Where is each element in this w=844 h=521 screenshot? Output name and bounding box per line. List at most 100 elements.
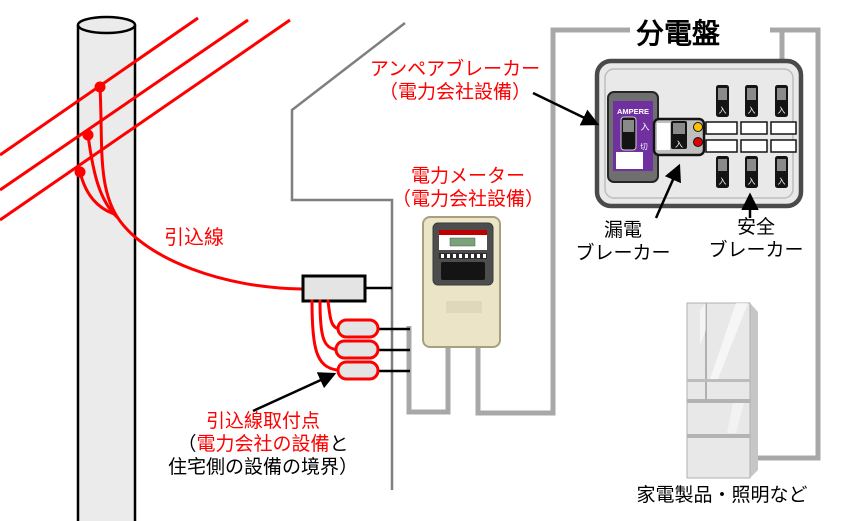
fridge-divider-1 [687,379,750,382]
attachment-wires [310,299,340,372]
arrow-to-leakage-breaker [654,163,681,219]
safety-breaker-label-line2: ブレーカー [708,240,804,261]
ampere-window [616,152,643,169]
power-meter-label: 電力メーター （電力会社設備） [392,165,544,211]
safety-on-glyph: 入 [748,106,756,115]
attachment-point-label-line3: 住宅側の設備の境界） [167,457,359,478]
power-meter-label-line2: （電力会社設備） [391,189,545,210]
attachment-pill-1 [336,318,380,339]
power-meter [422,216,501,348]
attachment-wire-1 [326,299,340,330]
power-lines [0,16,291,222]
attachment-pill-3 [336,360,380,381]
attachment-line2-paren: （ [177,434,197,455]
leakage-breaker-label-line2: ブレーカー [575,243,671,264]
meter-nameplate [446,301,482,313]
arrow-to-ampere-breaker [532,91,600,126]
power-meter-label-line1: 電力メーター [410,166,526,187]
attachment-point-label-line1: 引込線取付点 [205,411,321,432]
fridge-divider-3 [687,434,750,438]
junction-box-group [301,274,392,303]
fridge-shine-3 [727,403,744,433]
circuit-label-slot [740,121,768,135]
junction-box [301,274,367,303]
distribution-board: AMPERE 入 切 入 [594,58,804,209]
leakage-toggle-handle [673,123,685,134]
connection-dot-3 [74,166,86,178]
annotation-arrows [252,91,759,413]
attachment-pill-2 [334,339,380,360]
meter-counter [441,262,485,280]
meter-red-stripe [439,230,487,235]
service-drop-label: 引込線 [164,227,224,249]
ampere-on-glyph: 入 [640,122,649,132]
attachment-line2-black: と [329,434,349,455]
wire-meter-to-board [475,27,632,416]
meter-green-display [449,237,476,247]
safety-on-glyph: 入 [719,106,727,115]
service-drop-wires [78,85,304,291]
safety-breaker-label: 安全 ブレーカー [708,216,803,262]
leakage-on-glyph: 入 [675,140,683,149]
safety-toggle-handle [777,159,786,171]
safety-toggle-handle [718,159,727,171]
safety-breaker-label-line1: 安全 [736,217,776,238]
fridge-divider-2 [687,399,750,403]
attachment-points [334,318,410,381]
wire-board-to-appliance [758,27,821,461]
connection-dot-2 [82,129,94,141]
fridge-side [750,303,758,478]
attachment-point-label-line2: （電力会社の設備と [168,433,358,456]
circuit-label-slot [705,121,738,135]
circuit-label-slot [740,139,768,153]
power-line-3 [0,18,291,222]
safety-breaker-toggles: 入 入 入 入 入 入 [716,85,788,188]
meter-dash-strip [439,253,487,259]
ampere-toggle-handle [623,120,634,132]
attachment-wire-2 [318,299,338,351]
service-drop-3 [78,170,116,216]
connection-dot-1 [94,81,106,93]
ampere-text: AMPERE [617,107,649,116]
circuit-label-slot [770,121,797,135]
power-line-2 [0,18,249,192]
refrigerator [686,302,758,479]
leakage-breaker: 入 [652,117,706,157]
distribution-board-title: 分電盤 [629,20,727,48]
ampere-breaker-label: アンペアブレーカー （電力会社設備） [370,58,540,104]
attachment-wire-3 [310,299,339,372]
attachment-line2-red: 電力会社の設備 [196,434,330,455]
pole-top [76,15,137,35]
safety-on-glyph: 入 [778,106,786,115]
circuit-label-slot [705,139,738,153]
ampere-breaker: AMPERE 入 切 [607,91,659,183]
safety-on-glyph: 入 [778,177,786,186]
utility-pole [76,15,137,521]
safety-toggle-handle [718,88,727,100]
ampere-breaker-label-line1: アンペアブレーカー [369,59,541,80]
safety-breaker-labels [705,121,797,153]
fridge-shine-2 [700,303,706,346]
safety-toggle-handle [747,159,756,171]
attachment-point-label: 引込線取付点 （電力会社の設備と 住宅側の設備の境界） [168,410,358,479]
safety-toggle-handle [747,88,756,100]
leakage-indicator-yellow [693,122,703,132]
leakage-breaker-label-line1: 漏電 [603,220,643,241]
appliances-label: 家電製品・照明など [636,485,808,506]
arrow-to-attachment-point [252,372,337,413]
leakage-indicator-red [693,137,703,147]
house-wall-outline [290,22,406,490]
wire-to-meter [406,326,451,415]
safety-breakers: 入 入 入 入 入 入 [705,85,797,188]
safety-toggle-handle [777,88,786,100]
safety-on-glyph: 入 [748,177,756,186]
pole-body [78,25,135,521]
leakage-breaker-label: 漏電 ブレーカー [575,219,670,265]
pole-connection-dots [74,81,106,178]
ampere-off-glyph: 切 [640,142,648,151]
circuit-label-slot [770,139,797,153]
leakage-window [657,123,670,150]
fridge-shine-1 [710,303,748,379]
